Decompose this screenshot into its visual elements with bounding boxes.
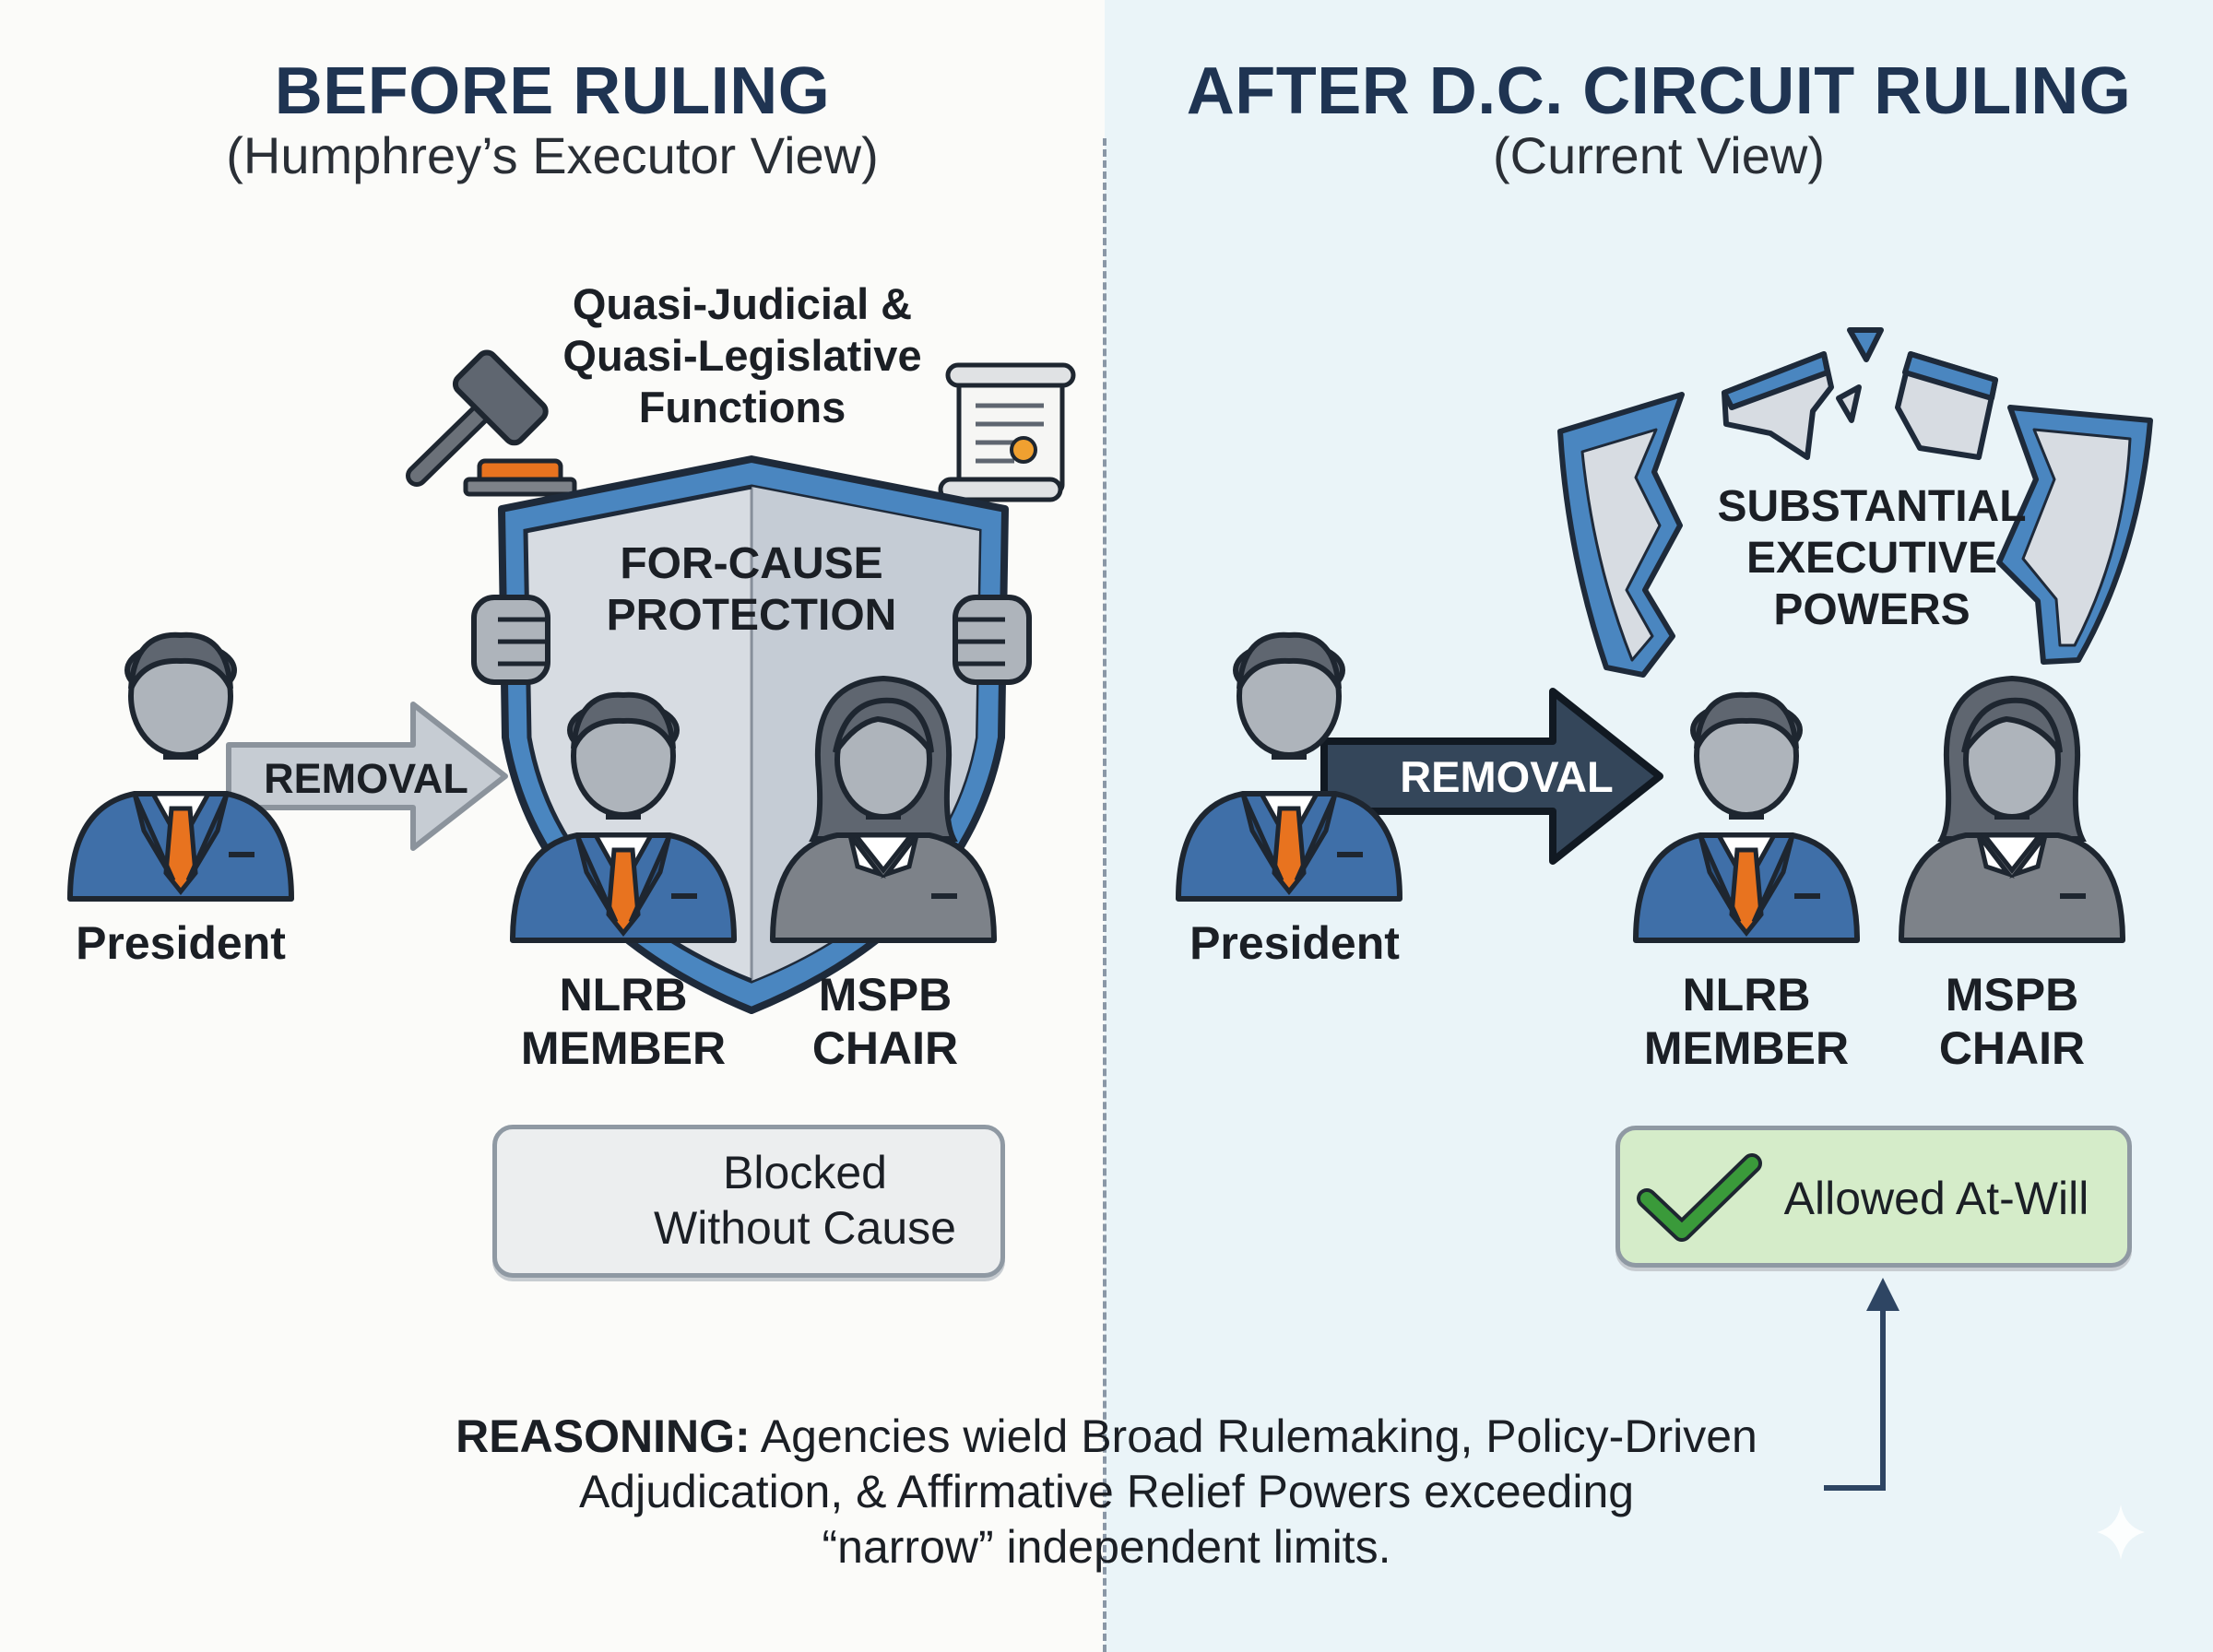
reasoning-label: REASONING: [456,1410,751,1462]
right-hand-icon [953,595,1032,685]
right-nlrb-member-label: NLRB MEMBER [1643,969,1850,1074]
sparkle-icon [2097,1504,2145,1560]
gavel-icon [406,349,577,497]
functions-label: Quasi-Judicial & Quasi-Legislative Funct… [562,279,922,431]
panel-divider [1103,138,1106,1652]
left-nlrb-member-label: NLRB MEMBER [520,969,727,1074]
right-title: AFTER D.C. CIRCUIT RULING [1186,54,2132,128]
substantial-executive-powers-label: SUBSTANTIAL EXECUTIVE POWERS [1717,482,2027,634]
right-mspb-chair-figure [1901,678,2123,940]
left-mspb-chair-label: MSPB CHAIR [811,969,959,1074]
left-hand-icon [471,595,550,685]
left-subtitle: (Humphrey’s Executor View) [226,126,879,184]
reasoning-text: REASONING: Agencies wield Broad Rulemaki… [406,1409,1807,1575]
left-title: BEFORE RULING [274,54,831,128]
right-removal-label: REMOVAL [1400,752,1614,801]
right-president-label: President [1189,917,1400,969]
blocked-status-text: Blocked Without Cause [654,1147,956,1254]
left-president-label: President [76,917,286,969]
blocked-status-box [492,1125,1005,1278]
right-mspb-chair-label: MSPB CHAIR [1938,969,2086,1074]
for-cause-protection-label: FOR-CAUSE PROTECTION [606,539,897,640]
reasoning-connector-arrow [1824,1278,1899,1491]
allowed-status-text: Allowed At-Will [1783,1173,2089,1224]
reasoning-line-1: Agencies wield Broad Rulemaking, Policy-… [760,1410,1757,1462]
right-nlrb-member-figure [1636,695,1857,940]
broken-shield-icon [1557,327,2153,678]
reasoning-line-2: Adjudication, & Affirmative Relief Power… [578,1466,1635,1517]
scroll-document-icon [938,362,1076,502]
right-subtitle: (Current View) [1493,126,1825,184]
left-removal-label: REMOVAL [264,755,468,802]
reasoning-line-3: “narrow” independent limits. [822,1521,1391,1573]
